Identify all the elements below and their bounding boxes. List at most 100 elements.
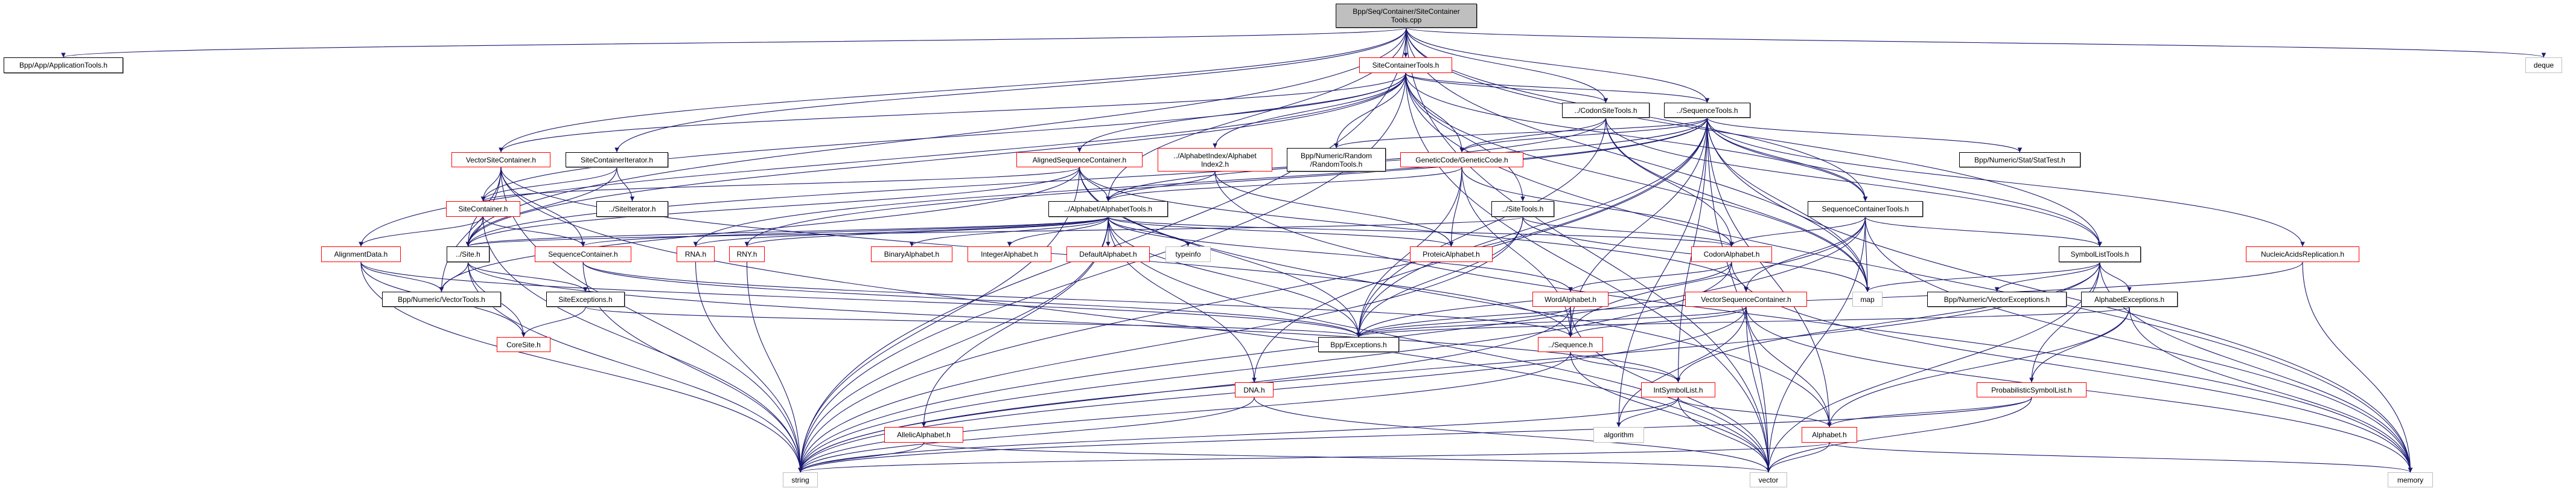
node-intsym[interactable]: IntSymbolList.h (1641, 382, 1715, 397)
node-map[interactable]: map (1852, 292, 1883, 307)
edge-sequence-to-vector (1570, 351, 1771, 473)
node-algorithm[interactable]: algorithm (1593, 427, 1644, 443)
edge-site-to-vectools (439, 262, 469, 292)
node-root[interactable]: Bpp/Seq/Container/SiteContainer Tools.cp… (1336, 4, 1477, 28)
node-proteic[interactable]: ProteicAlphabet.h (1410, 246, 1493, 262)
edge-aidx2-to-memory (1214, 171, 2413, 473)
node-site[interactable]: ../Site.h (447, 246, 489, 262)
edge-root-to-vsc (499, 27, 1407, 153)
node-sc[interactable]: SiteContainer.h (446, 201, 520, 217)
edge-rna-to-string (695, 262, 803, 473)
node-word[interactable]: WordAlphabet.h (1532, 292, 1608, 307)
node-string[interactable]: string (783, 472, 818, 487)
node-aligned[interactable]: AlignedSequenceContainer.h (1016, 152, 1143, 167)
node-symtools[interactable]: SymbolListTools.h (2059, 246, 2141, 262)
edge-seqctools-to-symtools (1864, 216, 2102, 247)
node-vectools[interactable]: Bpp/Numeric/VectorTools.h (382, 292, 501, 307)
node-typeinfo[interactable]: typeinfo (1165, 246, 1211, 262)
node-rna[interactable]: RNA.h (677, 246, 715, 262)
edge-symtools-to-probsym (2029, 262, 2100, 383)
edge-codonsite-to-site (465, 117, 1607, 247)
edge-sc-to-alignment (359, 216, 484, 247)
node-sctools[interactable]: SiteContainerTools.h (1359, 57, 1452, 73)
node-dna[interactable]: DNA.h (1235, 382, 1274, 397)
edge-alphexc-to-probsym (2029, 306, 2130, 383)
edge-alphatools-to-proteic (1108, 216, 1454, 247)
node-seqtools[interactable]: ../SequenceTools.h (1664, 103, 1750, 118)
edge-alphatools-to-site (465, 216, 1109, 247)
node-vsc[interactable]: VectorSiteContainer.h (451, 152, 550, 167)
node-gencode[interactable]: GeneticCode/GeneticCode.h (1400, 152, 1523, 167)
node-vector[interactable]: vector (1750, 472, 1787, 487)
node-alignment[interactable]: AlignmentData.h (321, 246, 401, 262)
node-binary[interactable]: BinaryAlphabet.h (871, 246, 952, 262)
edge-sctools-to-seqctools (1405, 72, 1868, 202)
node-memory[interactable]: memory (2388, 472, 2433, 487)
edge-alphabet-to-string (798, 442, 1830, 473)
node-vecexc[interactable]: Bpp/Numeric/VectorExceptions.h (1927, 292, 2067, 307)
edge-aligned-to-alphabet (1079, 167, 1832, 428)
node-siteiter[interactable]: ../SiteIterator.h (596, 201, 668, 217)
node-stattest[interactable]: Bpp/Numeric/Stat/StatTest.h (1959, 152, 2080, 167)
edge-alphatools-to-binary (909, 216, 1109, 247)
edge-seqtools-to-rna (693, 117, 1708, 247)
edge-seqtools-to-rny (744, 117, 1708, 247)
node-alphabet[interactable]: Alphabet.h (1802, 427, 1857, 443)
edge-vseqc-to-vector (1745, 306, 1771, 473)
edge-seqctools-to-sequence (1568, 216, 1866, 338)
node-random[interactable]: Bpp/Numeric/Random /RandomTools.h (1287, 148, 1386, 172)
edge-seqctools-to-vseqc (1744, 216, 1866, 292)
edge-probsym-to-vector (1766, 397, 2032, 473)
node-sci[interactable]: SiteContainerIterator.h (566, 152, 668, 167)
node-nucrep[interactable]: NucleicAcidsReplication.h (2246, 246, 2359, 262)
edge-intsym-to-algorithm (1616, 397, 1679, 428)
edge-seqcont-to-sequence (582, 262, 1573, 338)
edge-vseqc-to-algorithm (1616, 306, 1747, 428)
edge-seqtools-to-nucrep (1706, 117, 2305, 247)
node-sequence[interactable]: ../Sequence.h (1538, 337, 1603, 352)
node-seqctools[interactable]: SequenceContainerTools.h (1808, 201, 1923, 217)
node-deque[interactable]: deque (2525, 57, 2562, 73)
edge-word-to-exceptions (1356, 306, 1571, 338)
edge-nucrep-to-memory (2302, 262, 2413, 473)
node-siteexc[interactable]: SiteExceptions.h (546, 292, 625, 307)
edge-seqctools-to-map (1864, 216, 1870, 292)
edge-sctools-to-string (798, 72, 1406, 473)
edge-sctools-to-vector (1405, 72, 1771, 473)
edge-seqtools-to-random (1334, 117, 1708, 149)
edge-site-to-siteexc (467, 262, 588, 292)
edge-root-to-apptools (61, 27, 1407, 58)
node-codonsite[interactable]: ../CodonSiteTools.h (1562, 103, 1650, 118)
edge-alphatools-to-integer (1007, 216, 1109, 247)
node-integer[interactable]: IntegerAlphabet.h (968, 246, 1051, 262)
edge-alphatools-to-vector (1108, 216, 1771, 473)
edge-codonsite-to-gencode (1459, 117, 1607, 153)
edge-codonsite-to-map (1605, 117, 1870, 292)
node-probsym[interactable]: ProbabilisticSymbolList.h (1977, 382, 2087, 397)
node-sitetools[interactable]: ../SiteTools.h (1491, 201, 1554, 217)
node-apptools[interactable]: Bpp/App/ApplicationTools.h (4, 57, 123, 73)
edge-seqctools-to-codon (1729, 216, 1866, 247)
edge-vsc-to-vector (500, 167, 1771, 473)
edge-alphexc-to-exceptions (1356, 306, 2130, 338)
edge-aligned-to-vseqc (1079, 167, 1749, 292)
node-seqcont[interactable]: SequenceContainer.h (535, 246, 631, 262)
edge-alphatools-to-typeinfo (1108, 216, 1191, 247)
node-alphatools[interactable]: ../Alphabet/AlphabetTools.h (1048, 201, 1168, 217)
edge-alignment-to-vectools (360, 262, 444, 292)
node-exceptions[interactable]: Bpp/Exceptions.h (1318, 337, 1399, 352)
node-rny[interactable]: RNY.h (729, 246, 765, 262)
node-aidx2[interactable]: ../AlphabetIndex/Alphabet Index2.h (1158, 148, 1272, 172)
node-vseqc[interactable]: VectorSequenceContainer.h (1685, 292, 1807, 307)
edge-sctools-to-random (1334, 72, 1406, 149)
node-allelic[interactable]: AllelicAlphabet.h (884, 427, 963, 443)
node-codon[interactable]: CodonAlphabet.h (1691, 246, 1772, 262)
edge-site-to-intsym (467, 262, 1681, 383)
node-alphexc[interactable]: AlphabetExceptions.h (2081, 292, 2178, 307)
edge-nucrep-to-exceptions (1356, 262, 2303, 338)
node-default[interactable]: DefaultAlphabet.h (1066, 246, 1150, 262)
edge-sctools-to-sc (480, 72, 1406, 202)
node-coresite[interactable]: CoreSite.h (497, 337, 550, 352)
edge-gencode-to-alphatools (1106, 167, 1462, 202)
